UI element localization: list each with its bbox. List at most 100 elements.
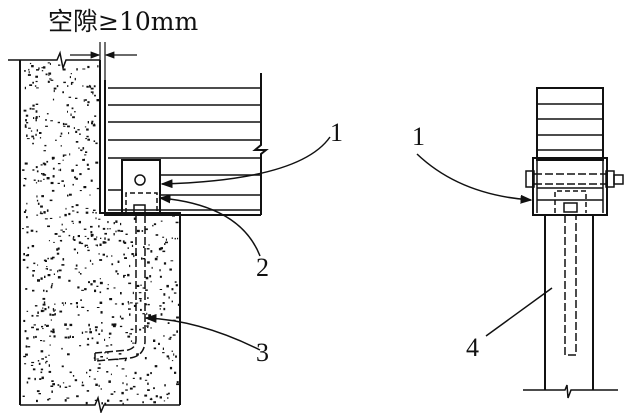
concrete-speckle	[116, 365, 118, 367]
concrete-speckle	[144, 357, 147, 360]
concrete-speckle	[50, 79, 54, 81]
concrete-speckle	[123, 274, 126, 276]
concrete-speckle	[165, 241, 168, 244]
board-stack-front	[536, 87, 604, 201]
concrete-speckle	[96, 307, 100, 308]
concrete-speckle	[74, 111, 76, 113]
concrete-speckle	[33, 336, 35, 339]
concrete-speckle	[112, 324, 116, 328]
concrete-speckle	[107, 221, 109, 224]
concrete-speckle	[26, 231, 29, 234]
concrete-speckle	[87, 101, 90, 104]
concrete-speckle	[102, 241, 106, 244]
concrete-speckle	[84, 99, 87, 101]
concrete-speckle	[90, 179, 93, 182]
concrete-speckle	[91, 337, 94, 340]
concrete-speckle	[121, 302, 124, 306]
concrete-speckle	[59, 216, 61, 218]
concrete-speckle	[40, 164, 43, 166]
concrete-speckle	[150, 397, 152, 401]
concrete-speckle	[90, 234, 94, 237]
concrete-speckle	[120, 222, 122, 226]
concrete-speckle	[115, 358, 119, 361]
concrete-speckle	[43, 150, 46, 152]
concrete-speckle	[34, 305, 38, 307]
concrete-speckle	[87, 65, 90, 69]
concrete-speckle	[22, 395, 25, 397]
concrete-speckle	[66, 397, 70, 399]
concrete-speckle	[24, 124, 27, 127]
concrete-speckle	[25, 177, 27, 180]
concrete-speckle	[167, 322, 170, 324]
concrete-speckle	[33, 262, 36, 265]
concrete-speckle	[40, 368, 44, 371]
concrete-speckle	[80, 149, 83, 152]
concrete-speckle	[33, 179, 36, 181]
concrete-speckle	[166, 284, 169, 288]
concrete-speckle	[35, 133, 37, 136]
concrete-speckle	[49, 217, 53, 219]
concrete-speckle	[95, 217, 97, 220]
concrete-speckle	[39, 378, 42, 380]
concrete-speckle	[87, 337, 89, 340]
concrete-speckle	[46, 209, 49, 212]
concrete-speckle	[96, 358, 99, 360]
concrete-speckle	[90, 87, 94, 90]
concrete-speckle	[174, 371, 177, 374]
concrete-speckle	[41, 67, 44, 69]
concrete-speckle	[68, 279, 71, 282]
concrete-speckle	[39, 180, 42, 182]
concrete-speckle	[99, 259, 103, 261]
concrete-speckle	[48, 398, 51, 400]
concrete-speckle	[134, 371, 137, 375]
concrete-speckle	[44, 308, 47, 311]
concrete-speckle	[72, 222, 74, 224]
concrete-speckle	[145, 228, 148, 231]
concrete-speckle	[32, 142, 34, 145]
concrete-speckle	[139, 328, 142, 331]
concrete-speckle	[119, 400, 123, 402]
concrete-speckle	[75, 204, 79, 207]
concrete-speckle	[96, 187, 99, 190]
label-4: 4	[466, 333, 479, 362]
concrete-speckle	[138, 292, 142, 294]
concrete-speckle	[176, 381, 179, 383]
concrete-speckle	[60, 229, 63, 231]
concrete-speckle	[93, 238, 97, 241]
concrete-speckle	[31, 326, 34, 329]
concrete-speckle	[84, 235, 87, 237]
concrete-speckle	[95, 212, 97, 214]
concrete-speckle	[128, 303, 130, 305]
concrete-speckle	[164, 384, 166, 387]
concrete-speckle	[126, 398, 129, 401]
concrete-speckle	[162, 236, 165, 238]
concrete-speckle	[123, 241, 127, 244]
concrete-speckle	[82, 158, 85, 161]
concrete-speckle	[50, 319, 52, 321]
concrete-speckle	[144, 394, 148, 397]
concrete-speckle	[145, 289, 148, 291]
concrete-speckle	[117, 260, 120, 263]
concrete-speckle	[47, 274, 51, 277]
concrete-speckle	[141, 230, 144, 232]
concrete-speckle	[90, 231, 93, 234]
concrete-speckle	[88, 323, 90, 327]
concrete-speckle	[48, 370, 52, 373]
concrete-speckle	[25, 353, 28, 356]
concrete-speckle	[49, 335, 52, 337]
concrete-speckle	[37, 264, 39, 266]
concrete-speckle	[49, 199, 53, 202]
concrete-speckle	[42, 328, 44, 330]
concrete-speckle	[59, 310, 63, 313]
concrete-speckle	[46, 324, 49, 327]
concrete-speckle	[67, 336, 70, 339]
concrete-speckle	[77, 235, 80, 238]
concrete-speckle	[119, 325, 123, 328]
concrete-speckle	[130, 241, 133, 243]
concrete-speckle	[32, 270, 35, 272]
concrete-speckle	[113, 287, 116, 289]
concrete-speckle	[155, 395, 158, 398]
concrete-speckle	[68, 212, 71, 216]
concrete-speckle	[42, 303, 46, 306]
